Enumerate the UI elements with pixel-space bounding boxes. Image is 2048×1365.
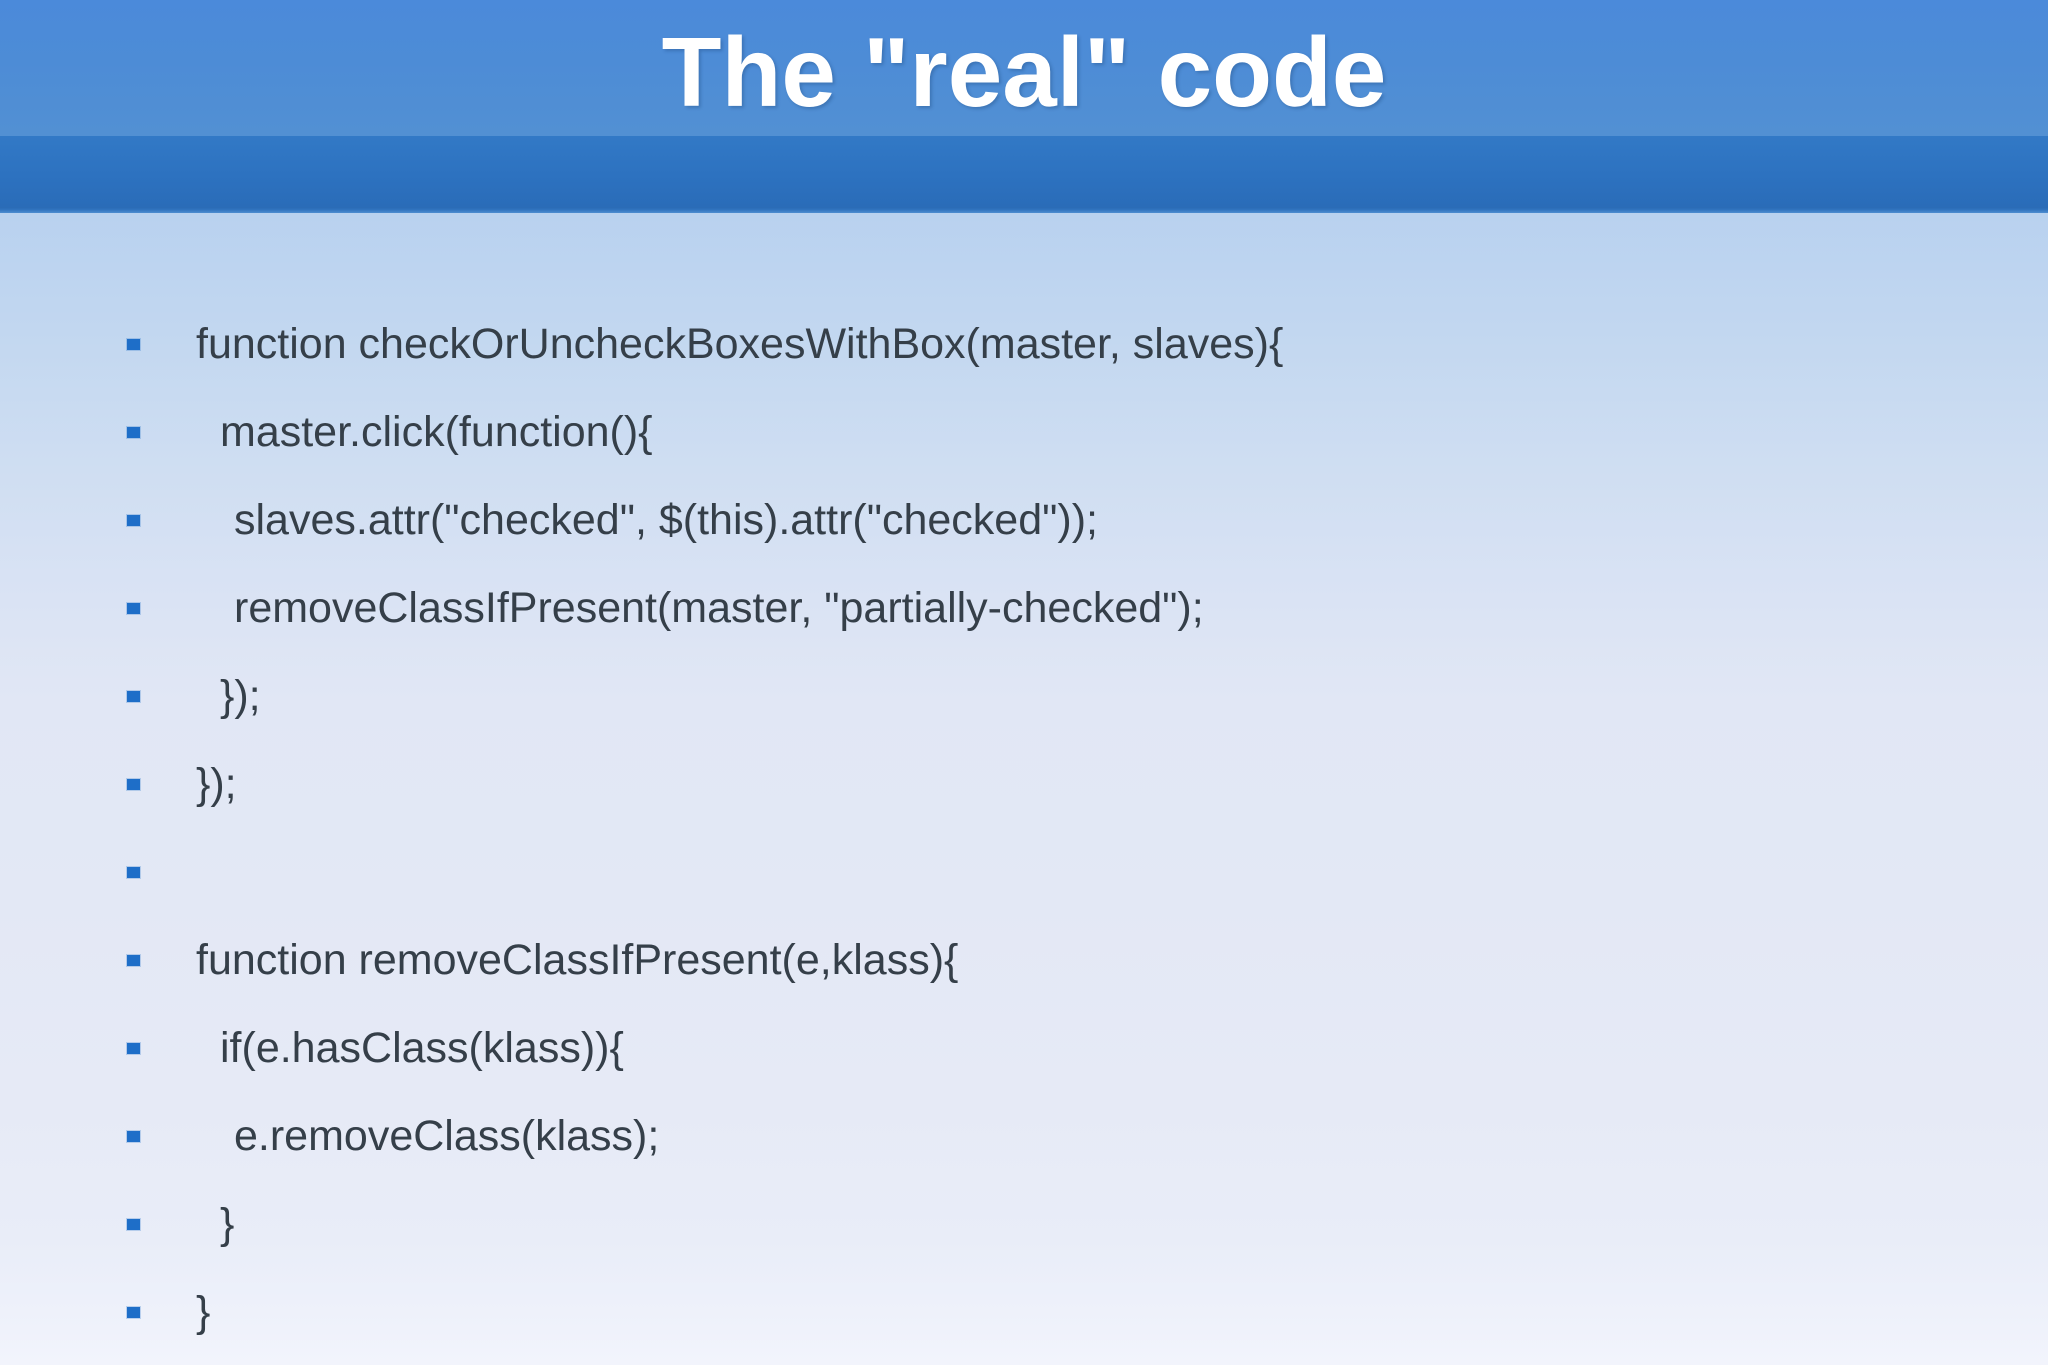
square-bullet-icon xyxy=(127,691,140,702)
square-bullet-icon xyxy=(127,955,140,966)
list-item-label: }); xyxy=(220,671,261,720)
list-item-label: function removeClassIfPresent(e,klass){ xyxy=(196,935,959,984)
list-item-label: function checkOrUncheckBoxesWithBox(mast… xyxy=(196,319,1284,368)
list-item: } xyxy=(0,1180,2048,1268)
list-item: }); xyxy=(0,652,2048,740)
list-item-label: } xyxy=(220,1199,235,1248)
list-item: function checkOrUncheckBoxesWithBox(mast… xyxy=(0,300,2048,388)
square-bullet-icon xyxy=(127,779,140,790)
list-item: if(e.hasClass(klass)){ xyxy=(0,1004,2048,1092)
list-item-label: slaves.attr("checked", $(this).attr("che… xyxy=(234,495,1098,544)
list-item: slaves.attr("checked", $(this).attr("che… xyxy=(0,476,2048,564)
list-item-label: }); xyxy=(196,759,237,808)
list-item: function removeClassIfPresent(e,klass){ xyxy=(0,916,2048,1004)
square-bullet-icon xyxy=(127,1131,140,1142)
list-item-label: } xyxy=(196,1287,211,1336)
list-item: } xyxy=(0,1268,2048,1356)
slide-header-banner xyxy=(0,0,2048,213)
list-item: removeClassIfPresent(master, "partially-… xyxy=(0,564,2048,652)
square-bullet-icon xyxy=(127,1043,140,1054)
header-band-dark xyxy=(0,136,2048,207)
square-bullet-icon xyxy=(127,515,140,526)
bullet-list: function checkOrUncheckBoxesWithBox(mast… xyxy=(0,300,2048,1356)
page-title: The "real" code xyxy=(661,17,1387,127)
list-item: e.removeClass(klass); xyxy=(0,1092,2048,1180)
list-item: }); xyxy=(0,740,2048,828)
header-band-light xyxy=(0,0,2048,136)
square-bullet-icon xyxy=(127,867,140,878)
list-item: master.click(function(){ xyxy=(0,388,2048,476)
list-item-label: master.click(function(){ xyxy=(220,407,653,456)
header-divider-rule xyxy=(0,207,2048,213)
square-bullet-icon xyxy=(127,1307,140,1318)
square-bullet-icon xyxy=(127,1219,140,1230)
list-item-label: if(e.hasClass(klass)){ xyxy=(220,1023,624,1072)
square-bullet-icon xyxy=(127,427,140,438)
list-item-empty xyxy=(0,828,2048,916)
list-item-label: removeClassIfPresent(master, "partially-… xyxy=(234,583,1204,632)
square-bullet-icon xyxy=(127,603,140,614)
list-item-label: e.removeClass(klass); xyxy=(234,1111,660,1160)
square-bullet-icon xyxy=(127,339,140,350)
